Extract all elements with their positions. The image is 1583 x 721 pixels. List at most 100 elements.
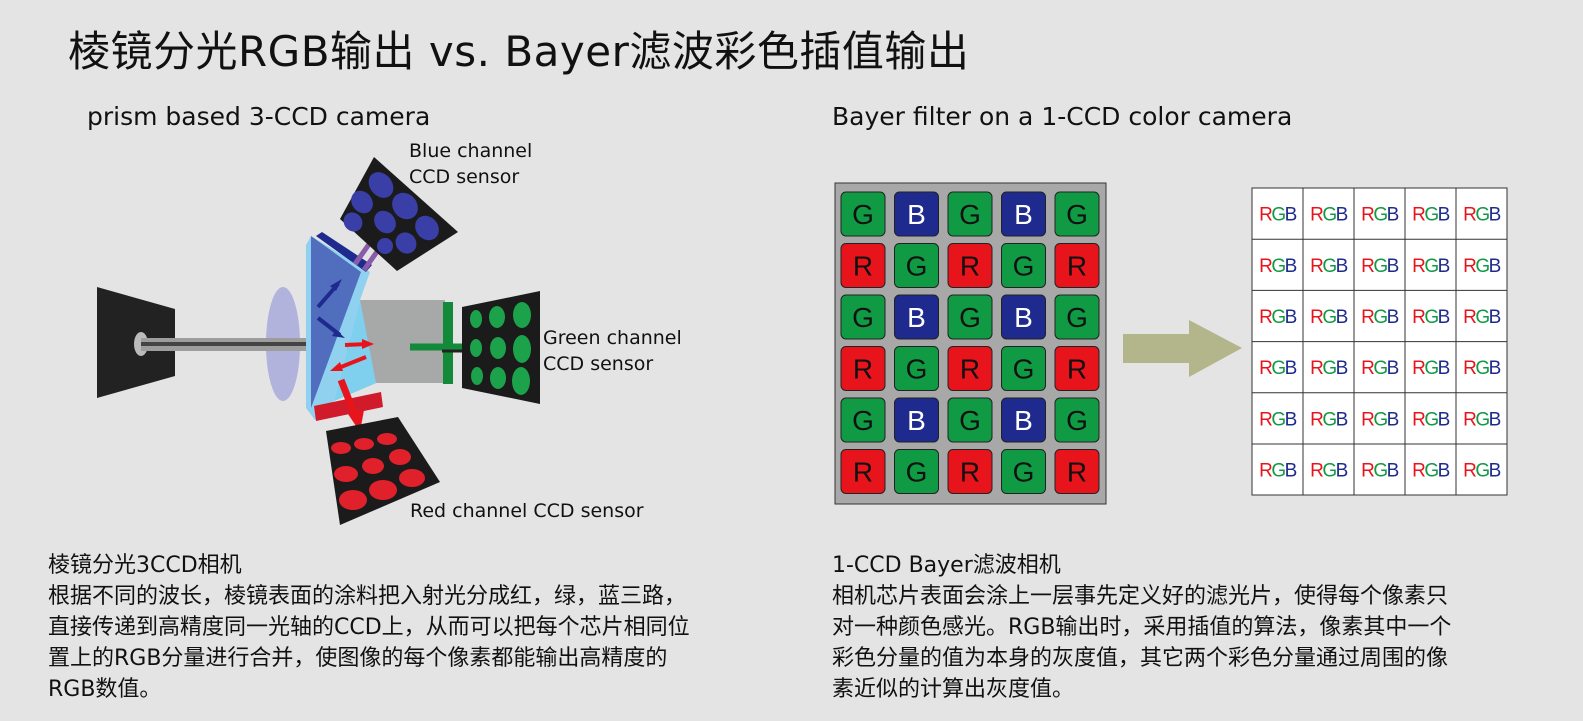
bayer-description-heading: 1-CCD Bayer滤波相机 [832,553,1061,578]
bayer-description-line: 彩色分量的值为本身的灰度值，其它两个彩色分量通过周围的像 [832,646,1449,671]
blue-ccd-pixels [343,172,439,254]
rgb-output-cell: RGB [1361,307,1399,328]
bayer-cell [1054,449,1100,494]
bayer-cell [1001,294,1046,340]
blue-ray-head-2 [332,330,345,338]
bayer-cell-label: G [852,405,874,436]
bayer-cell-label: B [1014,405,1033,436]
red-out-ray [337,378,360,420]
prism-description-heading: 棱镜分光3CCD相机 [48,553,242,578]
bayer-cell-label: G [1066,302,1088,333]
bayer-cell [840,191,886,237]
prism-blue-face [311,236,361,408]
prism-description-line: RGB数值。 [48,677,162,702]
bayer-cell-label: R [960,354,980,385]
rgb-output-cell: RGB [1259,307,1297,328]
rgb-output-cell: RGB [1412,461,1450,482]
bayer-cell-label: G [1013,251,1035,282]
rgb-output-cell: RGB [1463,205,1501,226]
prism-description: 棱镜分光3CCD相机 根据不同的波长，棱镜表面的涂料把入射光分成红，绿，蓝三路，… [48,550,690,705]
bayer-cell [947,397,993,443]
bayer-cell-label: G [959,199,981,230]
rgb-output-cell: RGB [1412,256,1450,277]
bayer-cell-label: B [907,302,926,333]
page-title: 棱镜分光RGB输出 vs. Bayer滤波彩色插值输出 [68,27,970,76]
bayer-cell [1001,397,1046,443]
rgb-output-cell: RGB [1412,409,1450,430]
rgb-output-cell: RGB [1310,409,1348,430]
bayer-cell-label: B [907,199,926,230]
bayer-cell [840,397,886,443]
bayer-cell [1001,243,1046,288]
bayer-cell-label: B [1014,302,1033,333]
bayer-cell [894,294,939,340]
rgb-output-cell: RGB [1361,256,1399,277]
green-filter [443,302,453,384]
red-ccd-pixels [331,433,425,510]
prism-description-line: 置上的RGB分量进行合并，使图像的每个像素都能输出高精度的 [48,646,668,671]
blue-ray-head-1 [330,279,342,291]
bayer-cell-label: G [1013,457,1035,488]
bayer-cell [1054,397,1100,443]
rgb-output-cell: RGB [1463,307,1501,328]
bayer-cell [947,294,993,340]
bayer-description-line: 素近似的计算出灰度值。 [832,677,1075,702]
bayer-cell [840,243,886,288]
bayer-cell [894,191,939,237]
bayer-cell-label: R [853,457,873,488]
bayer-cell [1001,346,1046,391]
prism-description-line: 根据不同的波长，棱镜表面的涂料把入射光分成红，绿，蓝三路， [48,584,687,609]
green-channel-label: Green channel CCD sensor [543,327,682,375]
bayer-description-line: 相机芯片表面会涂上一层事先定义好的滤光片，使得每个像素只 [832,584,1449,609]
bayer-cell [1054,346,1100,391]
rgb-output-cell: RGB [1463,409,1501,430]
bayer-cell [840,294,886,340]
bayer-cell-label: R [1067,457,1087,488]
bayer-cell [894,397,939,443]
bayer-cell-label: R [1067,354,1087,385]
bayer-cell-label: R [853,354,873,385]
bayer-cell-label: G [1013,354,1035,385]
bayer-cell [840,346,886,391]
rgb-output-cell: RGB [1463,256,1501,277]
rgb-output-cell: RGB [1361,205,1399,226]
rgb-output-cell: RGB [1310,307,1348,328]
bayer-description-line: 对一种颜色感光。RGB输出时，采用插值的算法，像素其中一个 [832,615,1452,640]
bayer-cell [1001,449,1046,494]
bayer-cell [840,449,886,494]
bayer-description: 1-CCD Bayer滤波相机 相机芯片表面会涂上一层事先定义好的滤光片，使得每… [832,550,1451,705]
rgb-output-cell: RGB [1412,205,1450,226]
rgb-output-cell: RGB [1310,358,1348,379]
bayer-cell-label: G [906,457,928,488]
bayer-cell [947,191,993,237]
bayer-cell-label: B [907,405,926,436]
interpolation-arrow [1123,320,1242,377]
prism-description-line: 直接传递到高精度同一光轴的CCD上，从而可以把每个芯片相同位 [48,615,690,640]
bayer-cell [1001,191,1046,237]
bayer-cell-label: G [1066,199,1088,230]
light-beam-core [141,342,341,346]
bayer-cell [894,243,939,288]
bayer-cell [894,346,939,391]
rgb-output-cell: RGB [1412,307,1450,328]
bayer-cell [947,346,993,391]
rgb-output-cell: RGB [1259,409,1297,430]
rgb-output-cell: RGB [1361,358,1399,379]
bayer-cell-label: G [1066,405,1088,436]
bayer-camera-subtitle: Bayer filter on a 1-CCD color camera [832,102,1293,131]
rgb-output-cell: RGB [1259,205,1297,226]
bayer-cell-label: G [852,302,874,333]
bayer-cell [1054,243,1100,288]
bayer-cell-label: R [960,251,980,282]
bayer-cell-label: G [959,302,981,333]
bayer-cell [1054,191,1100,237]
bayer-cell-label: G [906,354,928,385]
rgb-output-cell: RGB [1259,358,1297,379]
bayer-cell [1054,294,1100,340]
bayer-cell-label: R [853,251,873,282]
bayer-cell-label: R [1067,251,1087,282]
rgb-output-cell: RGB [1259,461,1297,482]
